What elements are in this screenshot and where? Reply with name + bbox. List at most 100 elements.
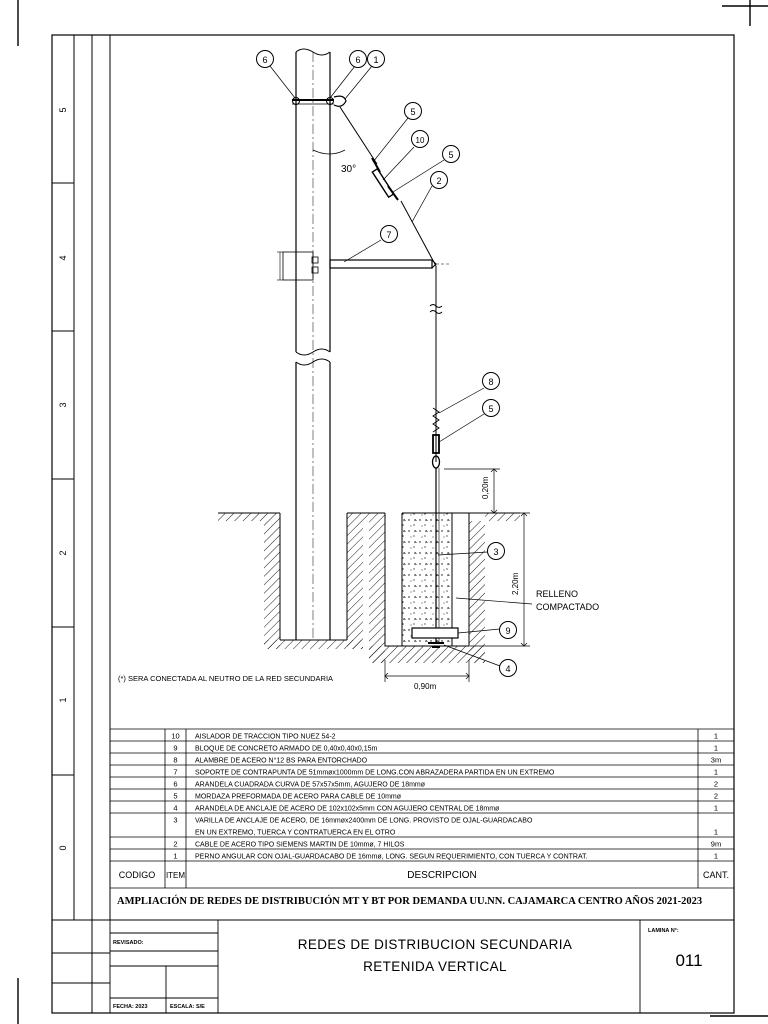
balloon-1: 1: [367, 50, 385, 68]
svg-text:9: 9: [505, 626, 510, 636]
balloon-10: 10: [411, 130, 429, 148]
pole-break-bottom: [295, 358, 331, 366]
zone-number-3: 3: [58, 402, 68, 407]
svg-text:5: 5: [448, 150, 453, 160]
lamina-number: 011: [675, 951, 702, 970]
svg-text:6: 6: [262, 55, 267, 65]
sheet-frame: [51, 34, 735, 1014]
bom-row-desc: CABLE DE ACERO TIPO SIEMENS MARTIN DE 10…: [195, 842, 405, 849]
bom-row-item: 2: [173, 840, 177, 849]
concrete-block: [411, 627, 459, 639]
balloon-3: 3: [487, 542, 505, 560]
lamina-label: LAMINA N°:: [648, 928, 679, 934]
bom-row-desc: ALAMBRE DE ACERO N°12 BS PARA ENTORCHADO: [195, 757, 368, 765]
zone-number-1: 1: [58, 697, 68, 702]
bom-row-desc: ARANDELA CUADRADA CURVA DE 57x57x5mm, AG…: [195, 782, 426, 789]
svg-text:6: 6: [355, 55, 360, 65]
bom-row-desc: BLOQUE DE CONCRETO ARMADO DE 0,40x0,40x0…: [195, 746, 377, 753]
svg-text:5: 5: [488, 404, 493, 414]
zone-number-2: 2: [58, 550, 68, 555]
bom-row-item: 3: [173, 816, 177, 825]
bom-row-item: 1: [173, 852, 177, 861]
drawing-title-line2: RETENIDA VERTICAL: [363, 959, 507, 974]
bom-row-cant: 1: [714, 852, 718, 861]
bom-row-cant: 1: [714, 744, 718, 753]
guy-wire-middle: [400, 200, 437, 267]
dim-020-label: 0,20m: [481, 476, 490, 499]
relleno-label: RELLENO: [536, 589, 578, 599]
zone-numbers: 5 4 3 2 1 0: [58, 107, 68, 850]
bom-row-cant: 1: [714, 804, 718, 813]
zone-number-0: 0: [58, 845, 68, 850]
bom-header-codigo: CODIGO: [119, 870, 156, 880]
lower-preformed-grip: [432, 434, 440, 454]
zone-number-5: 5: [58, 107, 68, 112]
angle-label: 30°: [341, 164, 356, 175]
push-brace: [329, 259, 433, 269]
svg-text:8: 8: [488, 377, 493, 387]
bom-row-cant: 2: [714, 780, 718, 789]
compactado-label: COMPACTADO: [536, 602, 599, 612]
bom-header-item: ITEM: [166, 871, 185, 880]
bom-row-item: 9: [173, 744, 177, 753]
wire-wrap: [432, 407, 440, 433]
escala-label: ESCALA: S/E: [170, 1004, 205, 1010]
bom-header-descripcion: DESCRIPCION: [407, 870, 476, 881]
title-block-grid: [109, 888, 641, 1013]
balloon-2: 2: [430, 171, 448, 189]
balloon-7: 7: [380, 225, 398, 243]
bom-row-cant: 1: [714, 732, 718, 741]
bom-row-cant: 9m: [711, 840, 721, 849]
bom-row-cant: 3m: [711, 756, 721, 765]
balloon-6-right: 6: [349, 50, 367, 68]
support-clamp: [282, 251, 314, 281]
bom-row-item: 4: [173, 804, 177, 813]
svg-text:7: 7: [386, 230, 391, 240]
bom-row-cant: 2: [714, 792, 718, 801]
balloon-8: 8: [482, 372, 500, 390]
bom-row-item: 5: [173, 792, 177, 801]
fecha-label: FECHA: 2023: [113, 1004, 148, 1010]
balloon-4: 4: [499, 659, 517, 677]
bom-row-desc: SOPORTE DE CONTRAPUNTA DE 51mmøx1000mm D…: [195, 770, 555, 777]
bom-row-item: 8: [173, 756, 177, 765]
bom-row-item: 7: [173, 768, 177, 777]
dim-220-label: 2,20m: [511, 572, 520, 595]
svg-text:5: 5: [410, 107, 415, 117]
dimension-lines: [384, 468, 530, 682]
bom-row-item: 10: [171, 732, 179, 741]
svg-text:10: 10: [416, 136, 425, 145]
project-title: AMPLIACIÓN DE REDES DE DISTRIBUCIÓN MT Y…: [117, 895, 702, 907]
neutral-note: (*) SERA CONECTADA AL NEUTRO DE LA RED S…: [118, 674, 333, 683]
balloon-6-left: 6: [256, 50, 274, 68]
compacted-fill: [402, 513, 452, 646]
guy-wire-upper: [339, 106, 378, 165]
angle-arc: [312, 149, 346, 155]
svg-text:3: 3: [493, 547, 498, 557]
bom-row-desc: MORDAZA PREFORMADA DE ACERO PARA CABLE D…: [195, 794, 402, 801]
balloon-5-lower: 5: [482, 399, 500, 417]
bom-table: 10 AISLADOR DE TRACCION TIPO NUEZ 54-2 1…: [110, 728, 734, 889]
svg-text:1: 1: [373, 55, 378, 65]
zone-number-4: 4: [58, 255, 68, 260]
bom-row-cant: 1: [714, 768, 718, 777]
soil-hatch: [218, 513, 520, 663]
bom-row-cant: 1: [714, 828, 718, 837]
bom-row-desc: ARANDELA DE ANCLAJE DE ACERO DE 102x102x…: [195, 806, 500, 813]
pole-break-top: [295, 348, 331, 356]
leader-lines: [269, 65, 533, 667]
bom-row-desc: VARILLA DE ANCLAJE DE ACERO, DE 16mmøx24…: [195, 818, 533, 825]
bom-row-desc: AISLADOR DE TRACCION TIPO NUEZ 54-2: [195, 734, 336, 741]
bom-row-desc: EN UN EXTREMO, TUERCA Y CONTRATUERCA EN …: [195, 830, 396, 837]
bom-row-item: 6: [173, 780, 177, 789]
svg-text:2: 2: [436, 176, 441, 186]
svg-text:4: 4: [505, 664, 510, 674]
tension-insulator: [371, 167, 395, 199]
balloon-5-middle: 5: [442, 145, 460, 163]
dim-090-label: 0,90m: [414, 682, 437, 691]
zone-ticks: [52, 182, 74, 776]
balloon-9: 9: [499, 621, 517, 639]
revisado-label: REVISADO:: [113, 940, 144, 946]
bom-row-desc: PERNO ANGULAR CON OJAL-GUARDACABO DE 16m…: [195, 854, 588, 861]
